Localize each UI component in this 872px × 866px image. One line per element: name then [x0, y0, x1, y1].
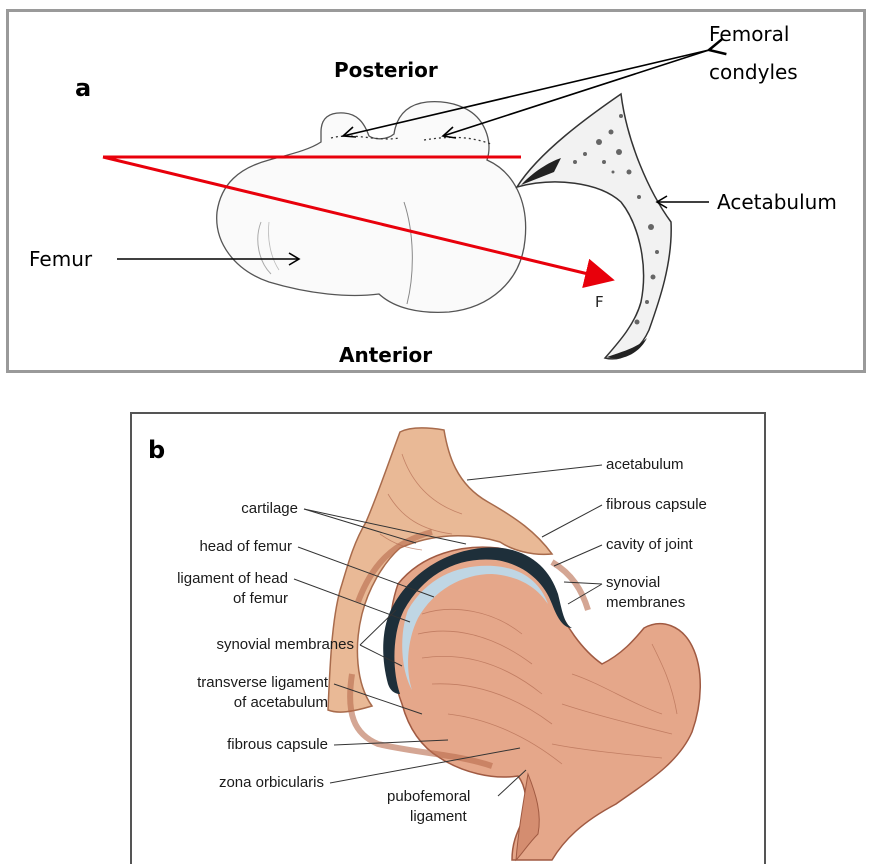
label-cartilage: cartilage — [241, 500, 298, 517]
label-ligament-line1: ligament of head — [177, 570, 288, 587]
acetabulum-sketch — [517, 94, 671, 359]
panel-b: b acetabulum fibrous capsule cavity of j… — [130, 412, 766, 864]
label-transverse-line2: of acetabulum — [234, 694, 328, 711]
label-pubofemoral-line2: ligament — [410, 808, 467, 825]
femur-label: Femur — [29, 247, 92, 271]
femoral-condyles-label-line2: condyles — [709, 60, 798, 84]
femur-head-sketch — [217, 102, 526, 313]
label-ligament-line2: of femur — [233, 590, 288, 607]
leader-cavity-of-joint — [554, 545, 602, 566]
panel-b-letter: b — [148, 436, 165, 464]
label-synovial-right-line1: synovial — [606, 574, 660, 591]
leader-acetabulum — [467, 465, 602, 480]
leader-synovial-right-a — [564, 582, 602, 584]
label-synovial-membranes-left: synovial membranes — [216, 636, 354, 653]
panel-a-letter: a — [75, 74, 91, 102]
label-pubofemoral-line1: pubofemoral — [387, 788, 470, 805]
femoral-condyles-label-line1: Femoral — [709, 22, 789, 46]
label-head-of-femur: head of femur — [199, 538, 292, 555]
label-fibrous-capsule-left: fibrous capsule — [227, 736, 328, 753]
label-cavity-of-joint: cavity of joint — [606, 536, 693, 553]
label-zona-orbicularis: zona orbicularis — [219, 774, 324, 791]
panel-a: a Posterior Anterior Femoral condyles Ac… — [6, 9, 866, 373]
acetabulum-label: Acetabulum — [717, 190, 837, 214]
leader-fibrous-capsule-right — [542, 505, 602, 537]
posterior-label: Posterior — [334, 58, 438, 82]
label-synovial-right-line2: membranes — [606, 594, 685, 611]
anterior-label: Anterior — [339, 343, 432, 367]
force-label: F — [595, 293, 604, 311]
femoral-condyle-pointer-2 — [443, 50, 709, 136]
label-fibrous-capsule-right: fibrous capsule — [606, 496, 707, 513]
label-transverse-line1: transverse ligament — [197, 674, 328, 691]
label-acetabulum: acetabulum — [606, 456, 684, 473]
